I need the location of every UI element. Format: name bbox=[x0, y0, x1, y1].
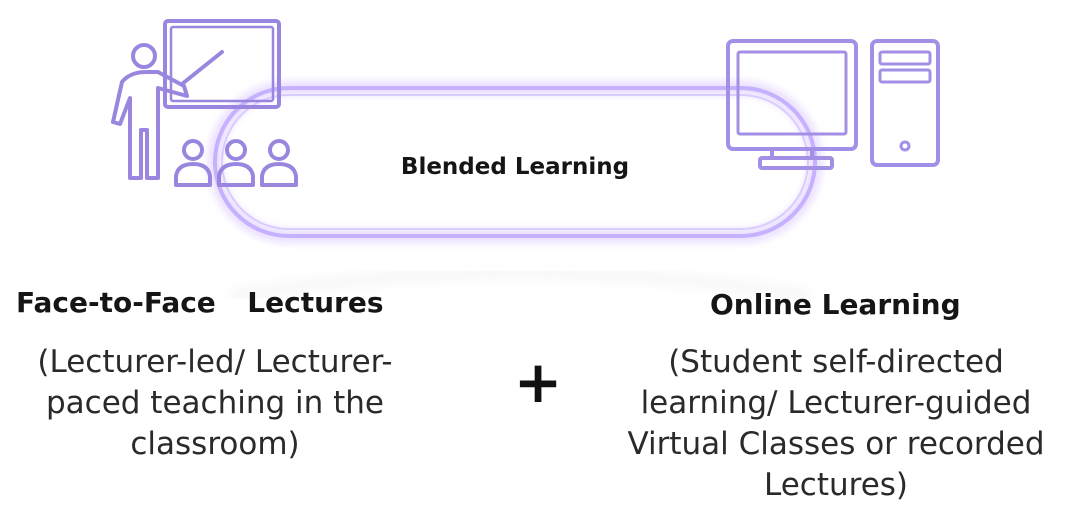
face-to-face-heading: Face-to-Face Lectures bbox=[16, 286, 384, 319]
desktop-computer-icon bbox=[726, 39, 940, 170]
plus-operator: + bbox=[513, 348, 563, 416]
online-learning-heading: Online Learning bbox=[710, 288, 961, 321]
blended-learning-label: Blended Learning bbox=[400, 154, 630, 180]
lecturer-with-students-icon bbox=[111, 19, 298, 187]
online-learning-description: (Student self-directed learning/ Lecture… bbox=[627, 344, 1045, 503]
face-to-face-description: (Lecturer-led/ Lecturer-paced teaching i… bbox=[37, 344, 393, 462]
blended-learning-ring bbox=[208, 81, 822, 243]
ring-reflection bbox=[229, 268, 811, 301]
